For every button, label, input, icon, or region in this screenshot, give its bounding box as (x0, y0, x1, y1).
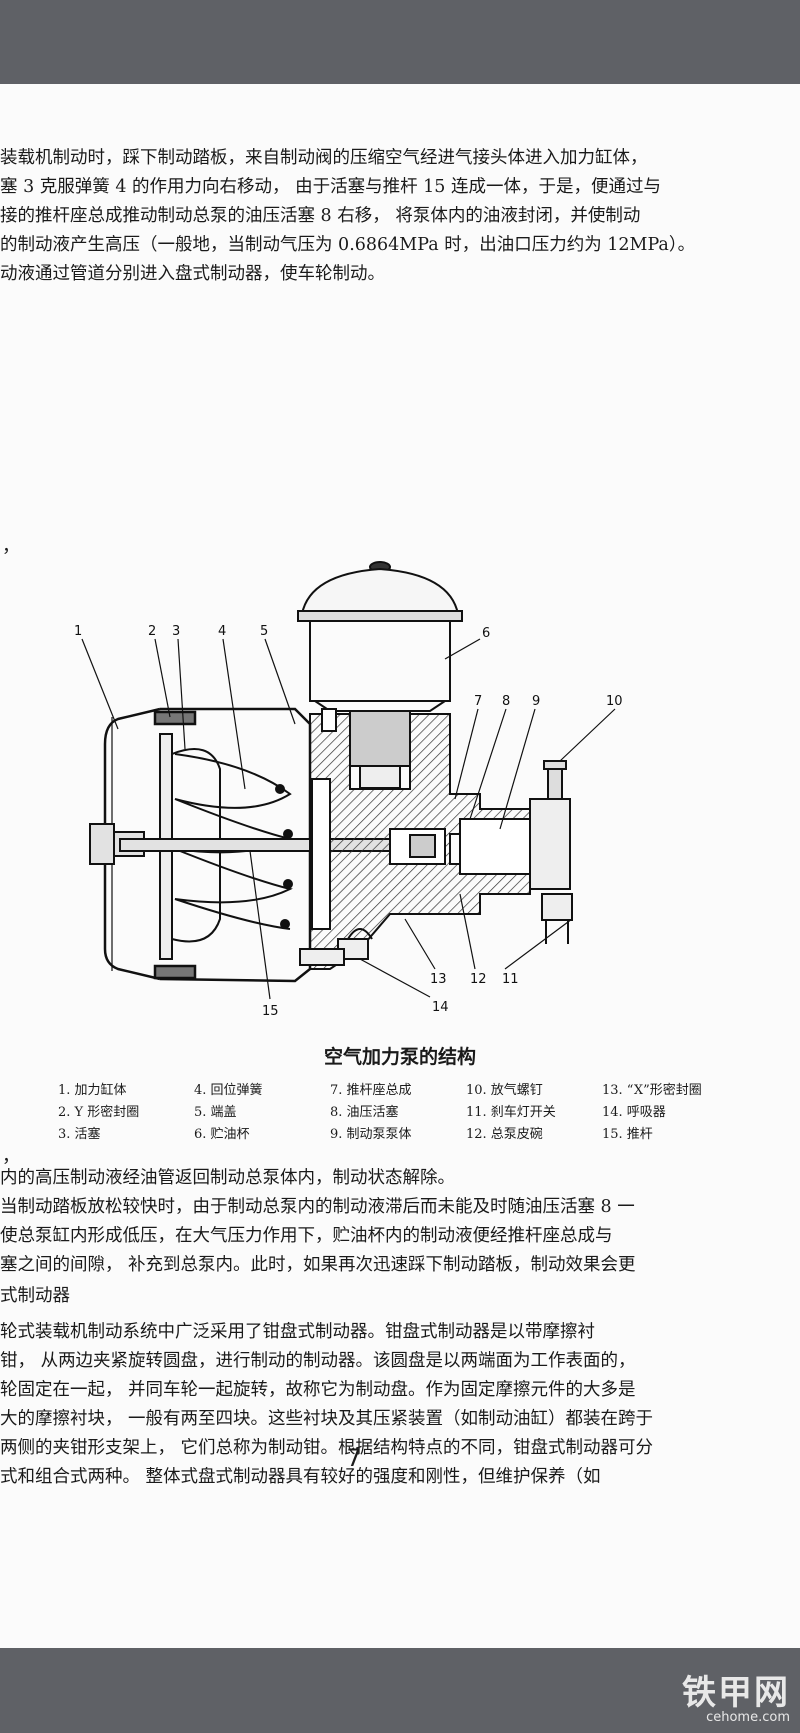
bottom-nav-bar (0, 1648, 800, 1733)
paragraph-braking-process: 装载机制动时，踩下制动踏板，来自制动阀的压缩空气经进气接头体进入加力缸体， 塞 … (0, 144, 800, 289)
text-line: 大的摩擦衬块， 一般有两至四块。这些衬块及其压紧装置（如制动油缸）都装在跨于 (0, 1409, 654, 1429)
callout-labels: 1 2 3 4 5 6 7 8 9 10 11 12 13 14 15 (74, 624, 623, 1019)
legend-item: 6. 贮油杯 (194, 1127, 250, 1142)
legend-item: 11. 刹车灯开关 (466, 1105, 556, 1120)
text-line: 接的推杆座总成推动制动总泵的油压活塞 8 右移， 将泵体内的油液封闭，并使制动 (0, 206, 641, 226)
callout-14: 14 (432, 1000, 449, 1015)
callout-3: 3 (172, 624, 180, 639)
text-line: 两侧的夹钳形支架上， 它们总称为制动钳。根据结构特点的不同，钳盘式制动器可分 (0, 1438, 654, 1458)
breather (299, 928, 373, 966)
stoplight-switch (541, 893, 573, 944)
callout-12: 12 (470, 972, 487, 987)
legend-item: 3. 活塞 (58, 1127, 101, 1142)
callout-11: 11 (502, 972, 519, 987)
figure-legend: 1. 加力缸体 4. 回位弹簧 7. 推杆座总成 10. 放气螺钉 13. “X… (58, 1079, 738, 1145)
paragraph-release: 内的高压制动液经油管返回制动总泵体内，制动状态解除。 当制动踏板放松较快时，由于… (0, 1164, 800, 1280)
text-line: 钳， 从两边夹紧旋转圆盘，进行制动的制动器。该圆盘是以两端面为工作表面的， (0, 1351, 636, 1371)
margin-comma: ， (2, 536, 20, 557)
callout-1: 1 (74, 624, 82, 639)
legend-row: 3. 活塞 6. 贮油杯 9. 制动泵泵体 12. 总泵皮碗 15. 推杆 (58, 1123, 738, 1145)
reservoir-cup (297, 561, 463, 789)
margin-comma: ， (2, 1146, 20, 1167)
legend-row: 2. Y 形密封圈 5. 端盖 8. 油压活塞 11. 刹车灯开关 14. 呼吸… (58, 1101, 738, 1123)
section-heading: 式制动器 (0, 1286, 70, 1306)
watermark-logo: 铁甲网 cehome.com (682, 1665, 790, 1725)
callout-13: 13 (430, 972, 447, 987)
oil-piston (389, 798, 571, 890)
top-status-bar (0, 0, 800, 84)
text-line: 的制动液产生高压（一般地，当制动气压为 0.6864MPa 时，出油口压力约为 … (0, 235, 696, 255)
legend-item: 14. 呼吸器 (602, 1105, 666, 1120)
text-line: 使总泵缸内形成低压，在大气压力作用下，贮油杯内的制动液便经推杆座总成与 (0, 1226, 613, 1246)
legend-item: 1. 加力缸体 (58, 1083, 127, 1098)
callout-10: 10 (606, 694, 623, 709)
legend-item: 9. 制动泵泵体 (330, 1127, 412, 1142)
text-line: 装载机制动时，踩下制动踏板，来自制动阀的压缩空气经进气接头体进入加力缸体， (0, 148, 648, 168)
bleed-screw (543, 760, 567, 800)
paragraph-disc-brake: 轮式装载机制动系统中广泛采用了钳盘式制动器。钳盘式制动器是以带摩擦衬 钳， 从两… (0, 1318, 800, 1492)
text-line: 内的高压制动液经油管返回制动总泵体内，制动状态解除。 (0, 1168, 455, 1188)
figure-caption: 空气加力泵的结构 (323, 1046, 476, 1068)
legend-item: 15. 推杆 (602, 1127, 653, 1142)
legend-row: 1. 加力缸体 4. 回位弹簧 7. 推杆座总成 10. 放气螺钉 13. “X… (58, 1079, 738, 1101)
air-booster-pump-diagram: 1 2 3 4 5 6 7 8 9 10 11 12 13 14 15 (74, 561, 623, 1019)
text-line: 轮固定在一起， 并同车轮一起旋转，故称它为制动盘。作为固定摩擦元件的大多是 (0, 1380, 636, 1400)
legend-item: 2. Y 形密封圈 (58, 1105, 140, 1120)
callout-9: 9 (532, 694, 540, 709)
callout-4: 4 (218, 624, 226, 639)
text-line: 式和组合式两种。 整体式盘式制动器具有较好的强度和刚性，但维护保养（如 (0, 1467, 601, 1487)
callout-6: 6 (482, 626, 490, 641)
callout-5: 5 (260, 624, 268, 639)
callout-8: 8 (502, 694, 510, 709)
callout-2: 2 (148, 624, 156, 639)
legend-item: 13. “X”形密封圈 (602, 1083, 702, 1098)
legend-item: 10. 放气螺钉 (466, 1083, 543, 1098)
text-line: 塞之间的间隙， 补充到总泵内。此时，如果再次迅速踩下制动踏板，制动效果会更 (0, 1255, 636, 1275)
legend-item: 8. 油压活塞 (330, 1105, 399, 1120)
leader-lines (81, 638, 616, 1000)
legend-item: 5. 端盖 (194, 1105, 237, 1120)
text-line: 轮式装载机制动系统中广泛采用了钳盘式制动器。钳盘式制动器是以带摩擦衬 (0, 1322, 595, 1342)
legend-item: 4. 回位弹簧 (194, 1083, 263, 1098)
legend-item: 7. 推杆座总成 (330, 1083, 412, 1098)
watermark-cn: 铁甲网 (682, 1673, 790, 1713)
legend-item: 12. 总泵皮碗 (466, 1127, 543, 1142)
page-number: 7 (346, 1444, 362, 1472)
callout-15: 15 (262, 1004, 279, 1019)
document-page: 装载机制动时，踩下制动踏板，来自制动阀的压缩空气经进气接头体进入加力缸体， 塞 … (0, 84, 800, 1648)
text-line: 当制动踏板放松较快时，由于制动总泵内的制动液滞后而未能及时随油压活塞 8 一 (0, 1197, 635, 1217)
callout-7: 7 (474, 694, 482, 709)
text-line: 塞 3 克服弹簧 4 的作用力向右移动， 由于活塞与推杆 15 连成一体，于是，… (0, 177, 661, 197)
text-line: 动液通过管道分别进入盘式制动器，使车轮制动。 (0, 264, 385, 284)
watermark-en: cehome.com (706, 1710, 790, 1725)
